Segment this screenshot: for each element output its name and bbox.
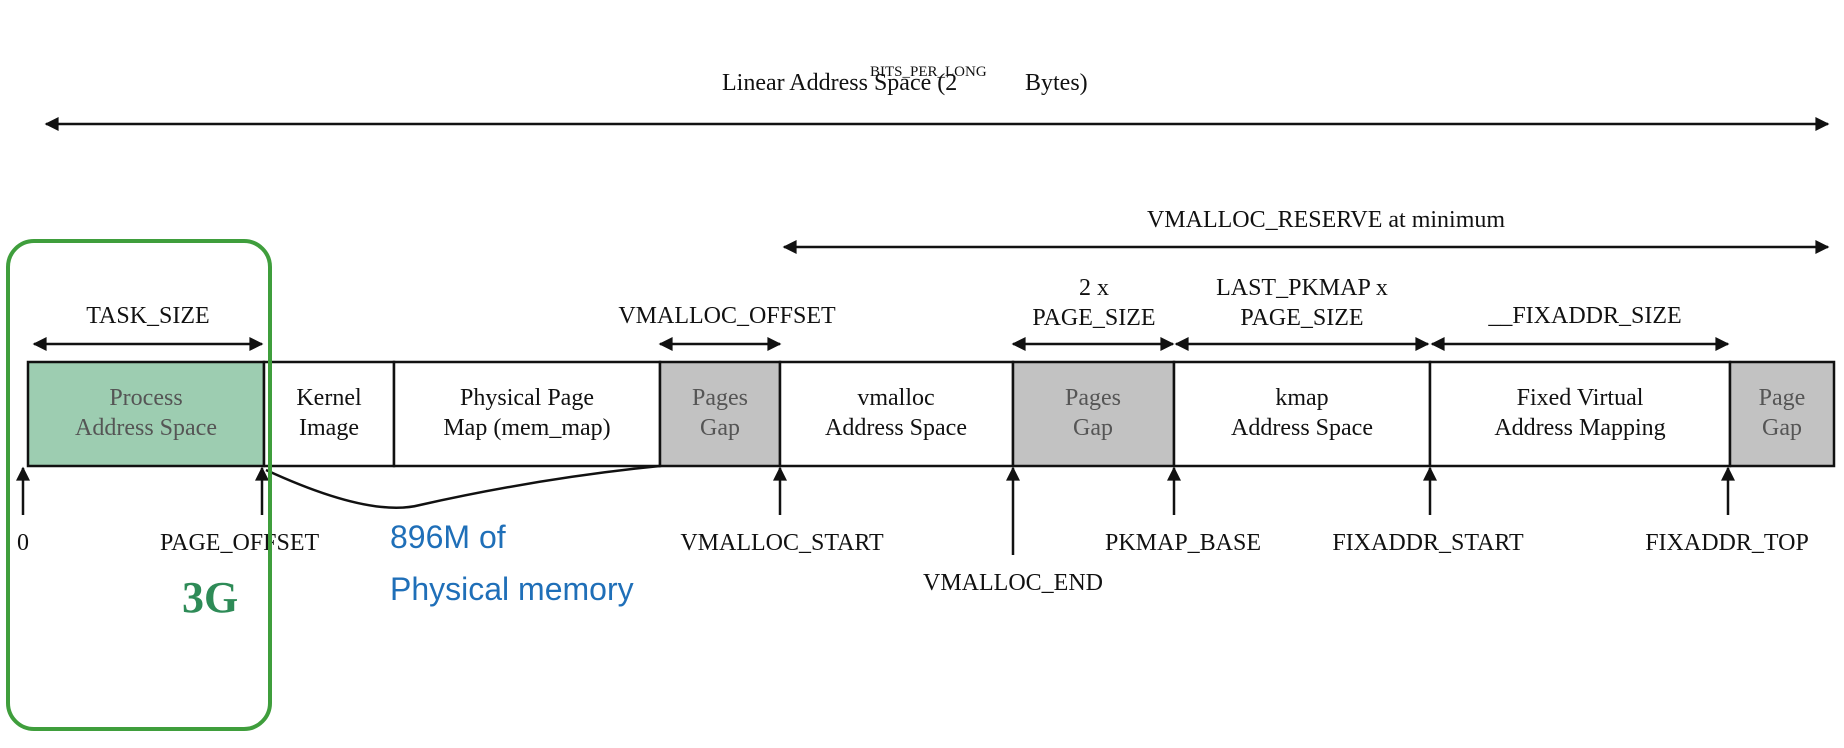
marker-fixaddr-top-label: FIXADDR_TOP [1645,530,1809,556]
marker-vmalloc-end-label: VMALLOC_END [923,570,1103,596]
marker-vmalloc-start-label: VMALLOC_START [680,530,884,556]
segment-vmalloc-line1: vmalloc [857,385,934,411]
last-pkmap-label-line2: PAGE_SIZE [1240,305,1363,331]
marker-page-offset-label: PAGE_OFFSET [160,530,320,556]
segment-pages-gap-1: Pages Gap [658,360,782,468]
segment-vmalloc-line2: Address Space [825,415,967,441]
segment-gap2-line2: Gap [1073,415,1113,441]
vmalloc-offset-label: VMALLOC_OFFSET [618,303,836,329]
title-exponent: BITS_PER_LONG [870,64,987,80]
segment-vmalloc-address-space: vmalloc Address Space [778,360,1015,468]
title-prefix: Linear Address Space (2 [722,70,957,96]
segment-kmap-line1: kmap [1275,385,1328,411]
segment-gap1-line1: Pages [692,385,748,411]
fixaddr-size-label: __FIXADDR_SIZE [1487,303,1681,329]
vmalloc-reserve-label: VMALLOC_RESERVE at minimum [1147,207,1505,233]
task-size-label: TASK_SIZE [86,303,209,329]
segment-kmap-address-space: kmap Address Space [1172,360,1432,468]
segment-process-line1: Process [109,385,182,411]
physical-memory-note-line1: 896M of [390,519,506,555]
marker-zero-label: 0 [17,530,29,556]
two-page-size-label-line2: PAGE_SIZE [1032,305,1155,331]
physical-memory-bracket [265,464,661,510]
user-space-size-label: 3G [182,573,238,622]
physical-memory-note-line2: Physical memory [390,571,634,607]
segment-gap2-line1: Pages [1065,385,1121,411]
segment-kmap-line2: Address Space [1231,415,1373,441]
segment-kernel-line2: Image [299,415,359,441]
segment-gap1-line2: Gap [700,415,740,441]
segment-gap3-line1: Page [1759,385,1806,411]
title-suffix: Bytes) [1025,70,1088,96]
segment-fixed-line2: Address Mapping [1494,415,1665,441]
two-page-size-label-line1: 2 x [1079,275,1109,301]
segment-gap3-line2: Gap [1762,415,1802,441]
segment-physmap-line1: Physical Page [460,385,594,411]
segment-physmap-line2: Map (mem_map) [443,415,610,441]
segment-kernel-image: Kernel Image [262,360,396,468]
segment-fixed-virtual-mapping: Fixed Virtual Address Mapping [1428,360,1732,468]
segment-page-gap-3: Page Gap [1728,360,1836,468]
marker-fixaddr-start-label: FIXADDR_START [1332,530,1524,556]
linear-address-space-title: Linear Address Space (2 BITS_PER_LONG By… [722,64,1088,96]
segment-process-line2: Address Space [75,415,217,441]
segment-process-address-space: Process Address Space [26,360,266,468]
segment-pages-gap-2: Pages Gap [1011,360,1176,468]
user-space-highlight [6,239,272,731]
segment-kernel-line1: Kernel [296,385,362,411]
marker-pkmap-base-label: PKMAP_BASE [1105,530,1261,556]
segment-physical-page-map: Physical Page Map (mem_map) [392,360,662,468]
last-pkmap-label-line1: LAST_PKMAP x [1216,275,1388,301]
segment-fixed-line1: Fixed Virtual [1517,385,1644,411]
address-bar: Process Address Space Kernel Image Physi… [26,360,1836,468]
